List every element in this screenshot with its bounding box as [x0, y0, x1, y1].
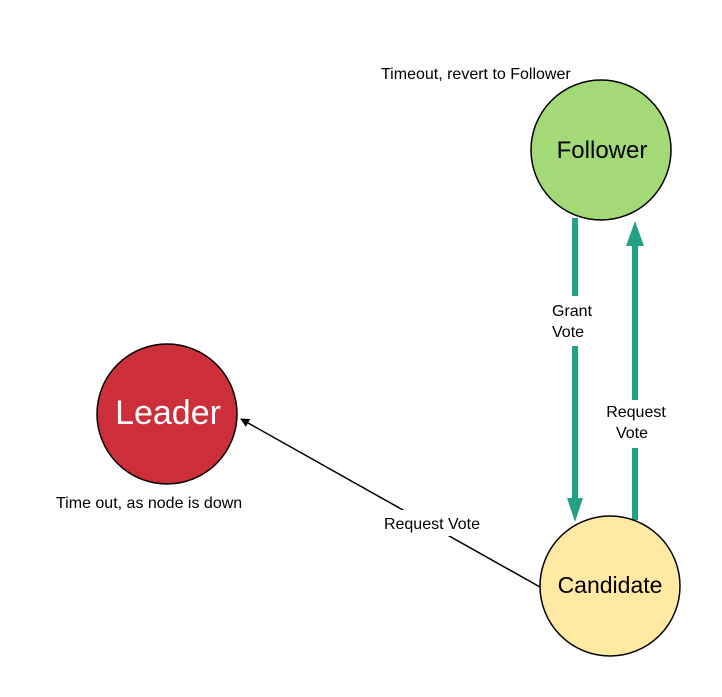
node-follower: Follower	[530, 79, 672, 221]
edge-request-vote-leader: Request Vote	[240, 418, 541, 588]
request-vote-up-arrowhead	[626, 221, 644, 246]
candidate-circle	[539, 515, 681, 657]
grant-vote-label-line2: Vote	[552, 324, 584, 341]
grant-vote-label-bg	[548, 296, 602, 346]
candidate-label: Candidate	[558, 572, 663, 598]
follower-label: Follower	[557, 137, 648, 164]
leader-label: Leader	[115, 394, 221, 432]
request-vote-leader-shaft	[240, 418, 541, 588]
timeout-revert-note: Timeout, revert to Follower	[381, 66, 571, 83]
node-candidate: Candidate	[539, 515, 681, 657]
grant-vote-arrowhead	[567, 498, 583, 522]
node-leader: Leader	[96, 343, 238, 485]
edge-request-vote-up: Request Vote	[600, 221, 672, 520]
request-vote-up-label-line1: Request	[606, 404, 666, 421]
follower-circle	[530, 79, 672, 221]
edge-grant-vote: Grant Vote	[548, 218, 602, 522]
request-vote-up-label-bg	[600, 400, 672, 448]
leader-circle	[96, 343, 238, 485]
request-vote-leader-label-bg	[374, 510, 490, 536]
grant-vote-label-line1: Grant	[552, 303, 593, 320]
request-vote-up-label-line2: Vote	[616, 425, 648, 442]
request-vote-leader-label: Request Vote	[384, 516, 480, 533]
timeout-down-note: Time out, as node is down	[56, 495, 243, 512]
